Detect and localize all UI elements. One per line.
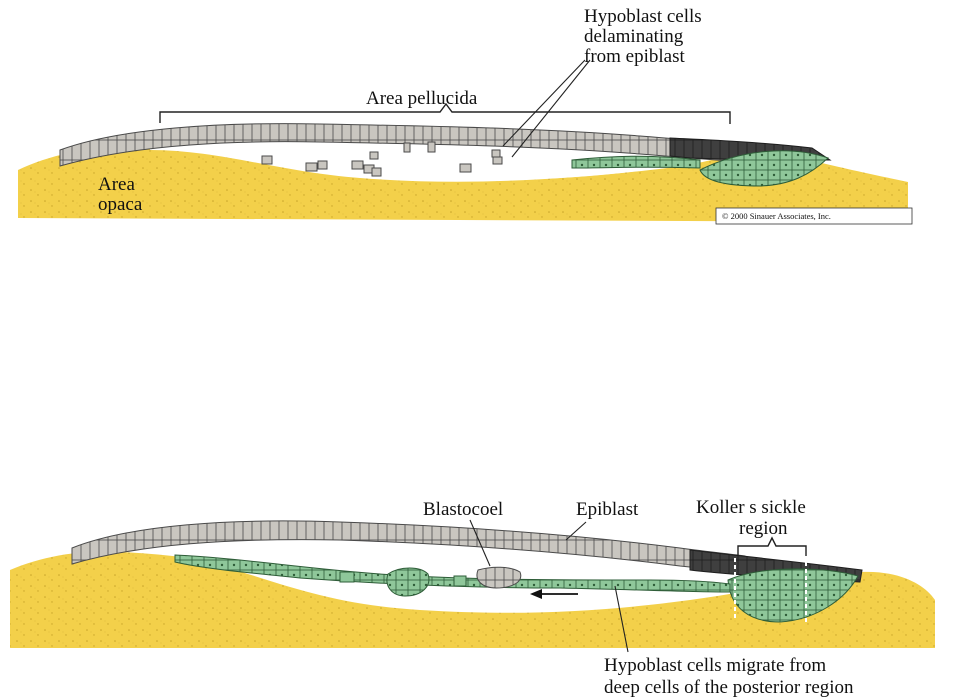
copyright-text: © 2000 Sinauer Associates, Inc. (722, 211, 831, 221)
label-blastocoel: Blastocoel (423, 499, 503, 520)
label-hypoblast-delam-1: Hypoblast cells (584, 6, 702, 27)
top-diagram: Hypoblast cells delaminating from epibla… (18, 6, 912, 224)
label-hypoblast-delam-2: delaminating (584, 26, 684, 47)
bottom-cell-b (454, 576, 466, 586)
label-area-opaca-2: opaca (98, 194, 143, 215)
label-area-pellucida: Area pellucida (366, 88, 478, 109)
bottom-diagram: Blastocoel Epiblast Koller s sickle regi… (10, 497, 935, 698)
koller-bracket (738, 538, 806, 556)
top-hypoblast-strand (572, 156, 700, 168)
bottom-cell-a (340, 572, 354, 582)
label-koller-2: region (739, 518, 788, 539)
bottom-cell-clump-2 (477, 567, 521, 588)
label-hypoblast-migrate-1: Hypoblast cells migrate from (604, 655, 826, 676)
label-area-opaca-1: Area (98, 174, 135, 195)
label-hypoblast-delam-3: from epiblast (584, 46, 686, 67)
label-epiblast: Epiblast (576, 499, 639, 520)
label-koller-1: Koller s sickle (696, 497, 806, 518)
label-hypoblast-migrate-2: deep cells of the posterior region (604, 677, 854, 698)
